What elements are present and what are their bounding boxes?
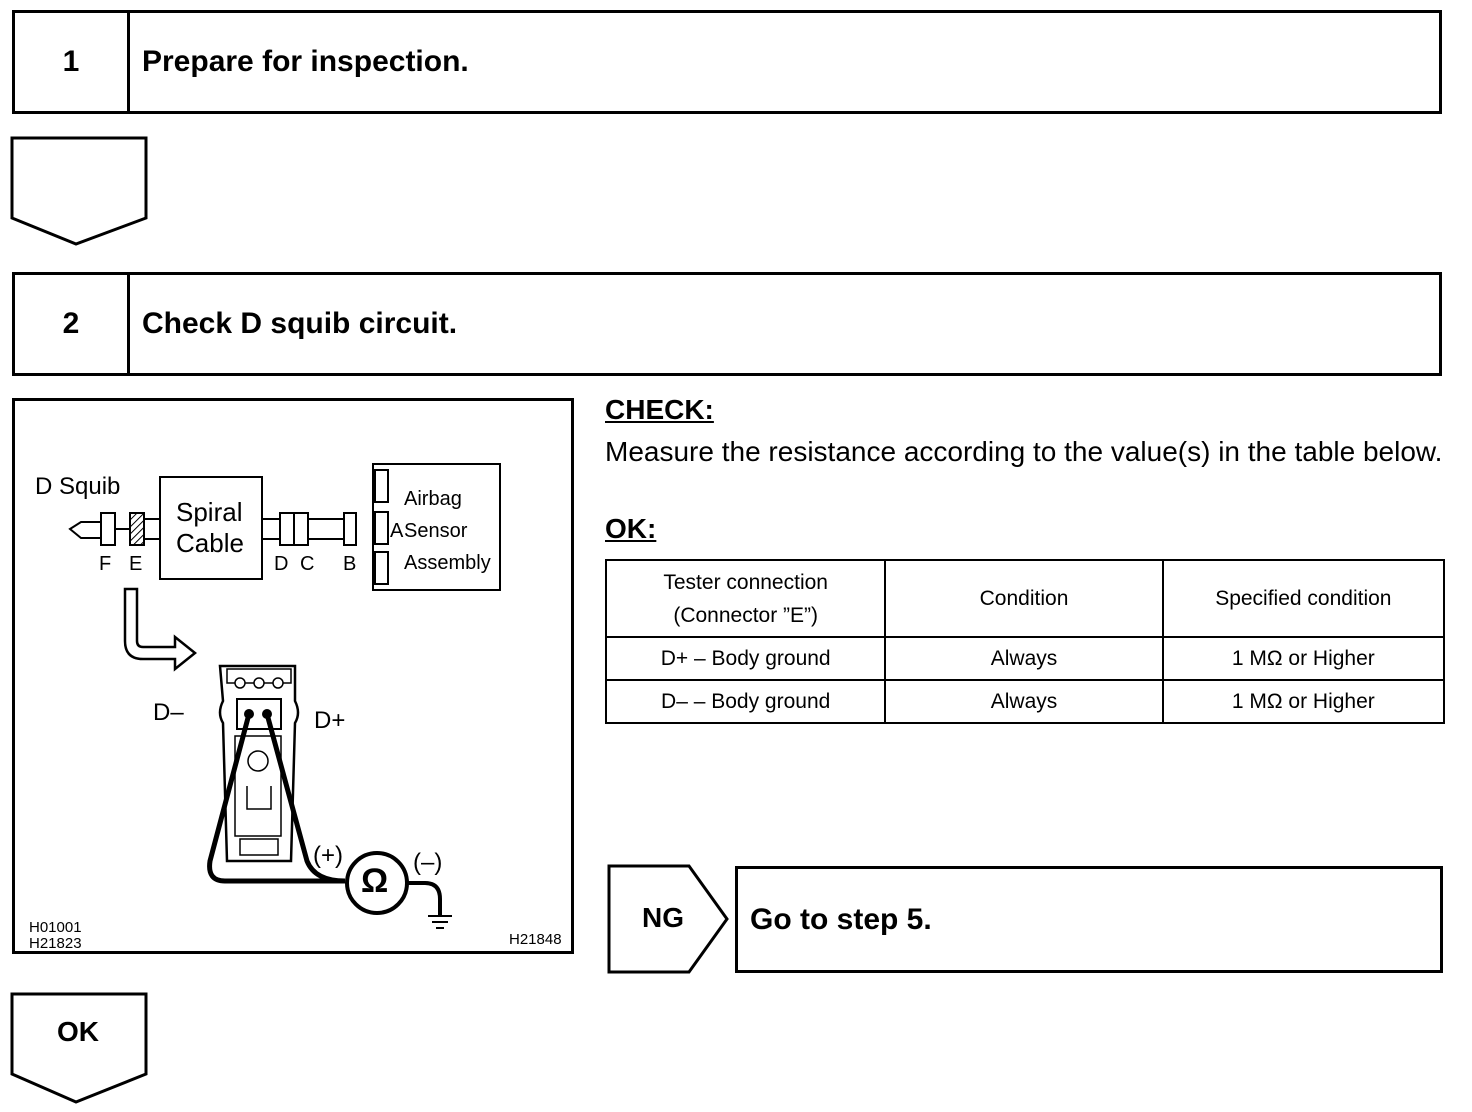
figure-code-3: H21848 [509, 931, 562, 948]
ohm-icon: Ω [361, 862, 389, 900]
wiring-diagram-drawing [68, 463, 501, 929]
d-minus-label: D– [153, 699, 184, 726]
table-header-row: Tester connection (Connector ”E”) Condit… [604, 559, 1446, 638]
wiring-diagram: D Squib Spiral Cable Airbag A Sensor Ass… [12, 398, 574, 954]
check-instructions: Measure the resistance according to the … [605, 436, 1443, 467]
spiral-label: Spiral [176, 497, 243, 527]
check-heading: CHECK: [605, 394, 714, 425]
spec-table: Tester connection (Connector ”E”) Condit… [604, 559, 1446, 724]
table-header-specified: Specified condition [1161, 559, 1446, 638]
table-cell: 1 MΩ or Higher [1161, 636, 1446, 681]
connector-d-label: D [274, 553, 289, 575]
assembly-label: Assembly [404, 552, 491, 574]
step-1-number: 1 [15, 13, 130, 111]
ok-heading: OK: [605, 513, 657, 544]
plus-lead-label: (+) [313, 842, 343, 869]
step-1-box: 1 Prepare for inspection. [12, 10, 1442, 114]
connector-f-label: F [99, 553, 112, 575]
figure-code-1: H01001 [29, 919, 82, 936]
step-2-title: Check D squib circuit. [142, 307, 458, 340]
connector-e-label: E [129, 553, 143, 575]
step-1-title: Prepare for inspection. [142, 45, 469, 78]
table-cell: D+ – Body ground [604, 636, 887, 681]
step-2-box: 2 Check D squib circuit. [12, 272, 1442, 376]
sensor-a-label: A [390, 520, 404, 542]
ng-label: NG [642, 902, 684, 933]
table-cell: 1 MΩ or Higher [1161, 679, 1446, 724]
table-cell: Always [884, 679, 1164, 724]
header-tester-line1: Tester connection [663, 570, 828, 594]
airbag-label: Airbag [404, 488, 462, 510]
header-tester-line2: (Connector ”E”) [673, 603, 819, 627]
sensor-label: Sensor [404, 520, 468, 542]
table-row: D+ – Body ground Always 1 MΩ or Higher [604, 636, 1446, 681]
down-arrow-icon [10, 136, 148, 246]
ng-action-box: Go to step 5. [735, 866, 1443, 973]
cable-label: Cable [176, 528, 244, 558]
table-row: D– – Body ground Always 1 MΩ or Higher [604, 679, 1446, 724]
connector-b-label: B [343, 553, 357, 575]
d-squib-label: D Squib [35, 473, 121, 500]
table-cell: D– – Body ground [604, 679, 887, 724]
ng-arrow-icon [607, 864, 729, 974]
minus-lead-label: (–) [413, 849, 443, 876]
table-header-tester: Tester connection (Connector ”E”) [604, 559, 887, 638]
d-plus-label: D+ [314, 707, 346, 734]
figure-code-2: H21823 [29, 935, 82, 952]
table-cell: Always [884, 636, 1164, 681]
table-header-condition: Condition [884, 559, 1164, 638]
connector-c-label: C [300, 553, 315, 575]
ok-arrow-icon [10, 992, 148, 1104]
ng-action-text: Go to step 5. [750, 902, 932, 936]
ok-label: OK [57, 1016, 99, 1047]
step-2-number: 2 [15, 275, 130, 373]
